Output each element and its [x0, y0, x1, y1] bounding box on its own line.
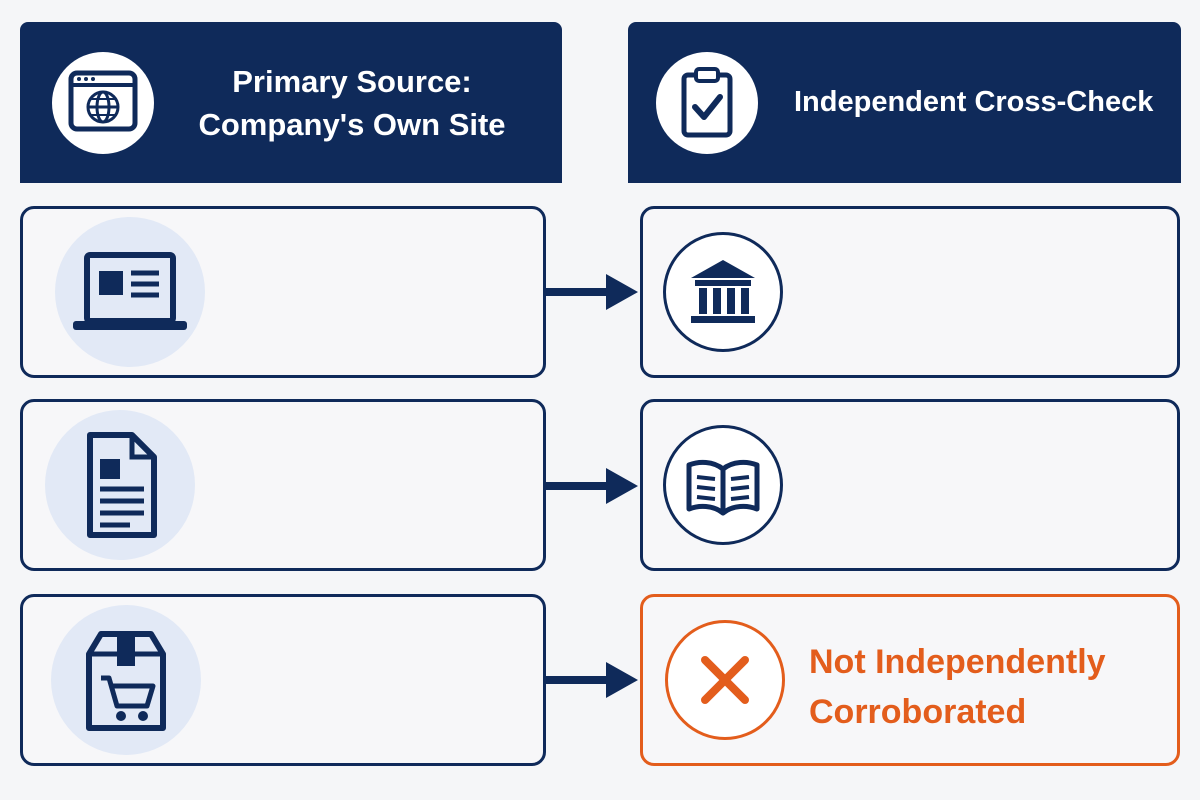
not-corroborated-line2: Corroborated [809, 693, 1027, 731]
primary-source-title-line1: Primary Source: [232, 63, 472, 99]
institution-building-icon [663, 232, 783, 352]
flow-arrow-2 [546, 468, 638, 504]
clipboard-check-icon [656, 51, 758, 154]
check-card-book [640, 399, 1180, 571]
primary-source-title: Primary Source: Company's Own Site [154, 60, 562, 146]
source-card-product [20, 594, 546, 766]
cross-check-header: Independent Cross-Check [628, 22, 1181, 183]
primary-source-title-line2: Company's Own Site [198, 106, 506, 142]
product-box-cart-icon [51, 605, 201, 755]
cross-check-title: Independent Cross-Check [794, 86, 1154, 118]
check-card-institution [640, 206, 1180, 378]
not-corroborated-line1: Not Independently [809, 643, 1106, 681]
not-corroborated-label: Not Independently Corroborated [809, 637, 1106, 737]
browser-globe-icon [52, 51, 154, 154]
check-card-not-corroborated: Not Independently Corroborated [640, 594, 1180, 766]
laptop-webpage-icon [55, 217, 205, 367]
flow-arrow-3 [546, 662, 638, 698]
source-card-document [20, 399, 546, 571]
open-book-icon [663, 425, 783, 545]
primary-source-header: Primary Source: Company's Own Site [20, 22, 562, 183]
x-mark-icon [665, 620, 785, 740]
source-card-website [20, 206, 546, 378]
document-icon [45, 410, 195, 560]
flow-arrow-1 [546, 274, 638, 310]
